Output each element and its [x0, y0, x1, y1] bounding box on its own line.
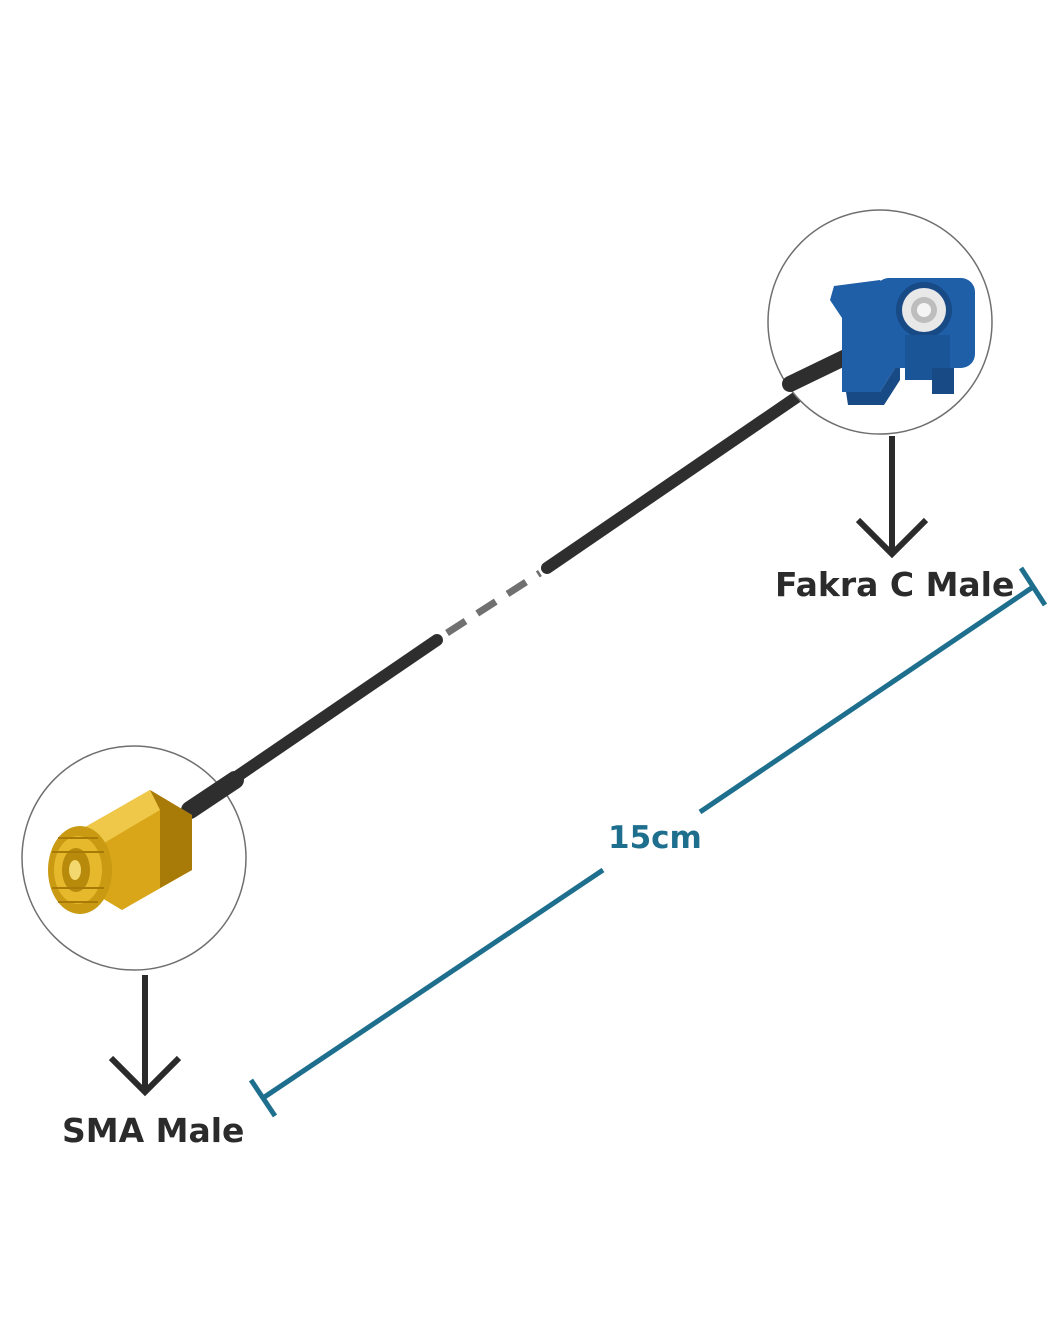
sma-connector-icon [48, 790, 192, 914]
fakra-label: Fakra C Male [775, 565, 1015, 604]
length-label: 15cm [608, 820, 702, 856]
dimension-tick-right [1018, 566, 1048, 607]
cable-break-dashes [445, 570, 542, 636]
dimension-line-lower [261, 867, 605, 1101]
dimension-line-upper [698, 584, 1035, 815]
arrow-down-icon [855, 436, 929, 559]
fakra-connector-icon [830, 278, 975, 405]
dimension-tick-left [248, 1078, 278, 1118]
fakra-cable-stub [782, 347, 858, 392]
sma-label: SMA Male [62, 1111, 245, 1150]
fakra-detail [767, 209, 993, 435]
dimension-line [248, 566, 1048, 1118]
arrow-down-icon [108, 975, 182, 1097]
sma-detail [21, 745, 247, 971]
cable-segment-upper [541, 382, 816, 574]
cable [179, 382, 816, 818]
sma-cable-stub [181, 771, 244, 819]
